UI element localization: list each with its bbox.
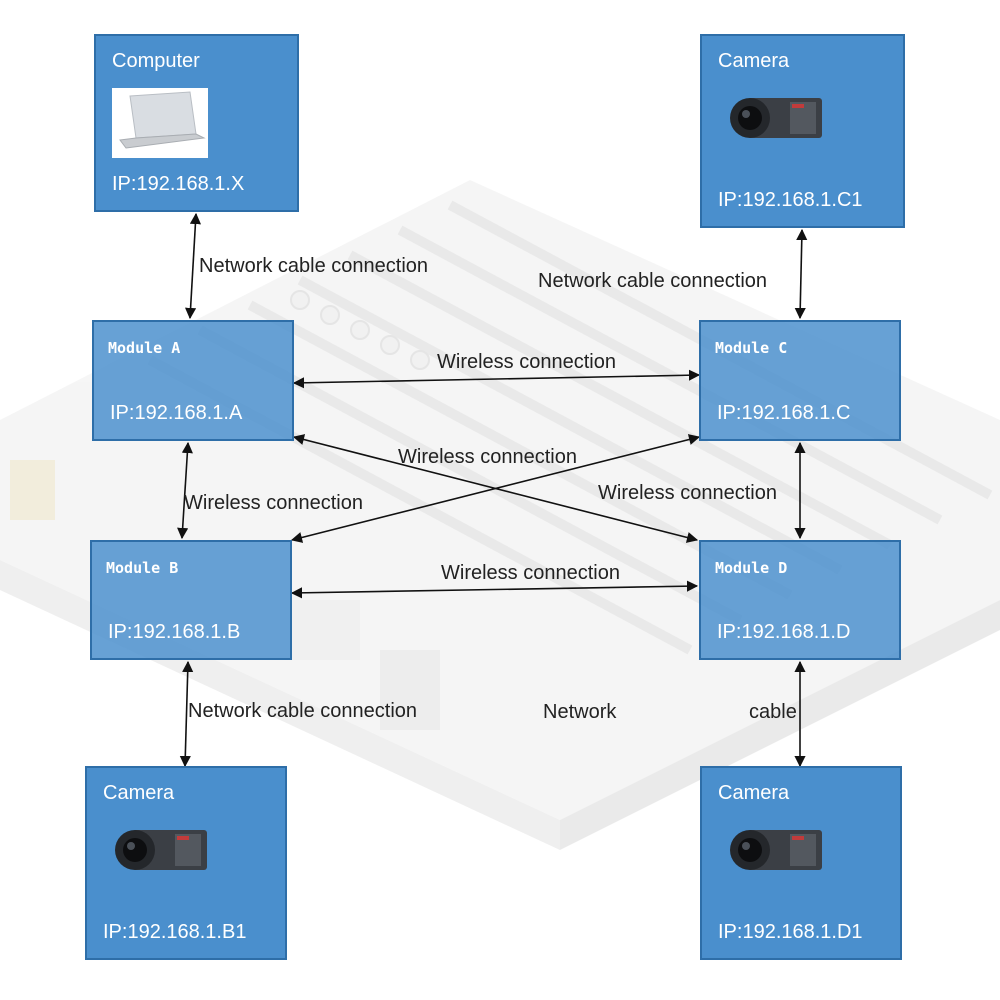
edge-label-b-camera: Network cable connection bbox=[188, 700, 418, 722]
edge-module-b-camera bbox=[179, 660, 194, 768]
camera-icon bbox=[115, 830, 207, 870]
module-d-node: Module D IP:192.168.1.D bbox=[699, 540, 901, 660]
edge-module-a-module-b bbox=[177, 441, 193, 540]
module-a-node: Module A IP:192.168.1.A bbox=[92, 320, 294, 441]
camera-c1-title: Camera bbox=[718, 50, 790, 72]
camera-c1-ip: IP:192.168.1.C1 bbox=[718, 189, 863, 211]
edge-label-c-d: Wireless connection bbox=[598, 482, 777, 504]
module-d-ip: IP:192.168.1.D bbox=[717, 621, 851, 643]
camera-d1-title: Camera bbox=[718, 782, 790, 804]
laptop-icon bbox=[112, 88, 208, 158]
camera-d1-ip: IP:192.168.1.D1 bbox=[718, 921, 863, 943]
camera-b1-node: Camera IP:192.168.1.B1 bbox=[85, 766, 287, 960]
camera-icon bbox=[730, 830, 822, 870]
edge-label-a-b: Wireless connection bbox=[184, 492, 363, 514]
computer-ip: IP:192.168.1.X bbox=[112, 173, 245, 195]
edge-label-a-c: Wireless connection bbox=[437, 351, 616, 373]
edge-label-cable: cable bbox=[749, 701, 797, 723]
computer-node: Computer IP:192.168.1.X bbox=[94, 34, 299, 212]
module-b-ip: IP:192.168.1.B bbox=[108, 621, 241, 643]
camera-d1-node: Camera IP:192.168.1.D1 bbox=[700, 766, 902, 960]
module-a-title: Module A bbox=[108, 339, 181, 357]
module-c-title: Module C bbox=[715, 339, 788, 357]
edge-label-camera-c: Network cable connection bbox=[538, 270, 768, 292]
module-c-ip: IP:192.168.1.C bbox=[717, 402, 851, 424]
module-c-node: Module C IP:192.168.1.C bbox=[699, 320, 901, 441]
computer-title: Computer bbox=[112, 50, 200, 72]
edge-label-network: Network bbox=[543, 701, 617, 723]
edge-module-b-module-c bbox=[290, 434, 701, 543]
edge-label-computer-a: Network cable connection bbox=[199, 255, 429, 277]
module-a-ip: IP:192.168.1.A bbox=[110, 402, 243, 424]
module-b-node: Module B IP:192.168.1.B bbox=[90, 540, 292, 660]
camera-icon bbox=[730, 98, 822, 138]
camera-b1-title: Camera bbox=[103, 782, 175, 804]
edge-module-a-module-c bbox=[292, 369, 701, 389]
edge-label-a-d-b-c: Wireless connection bbox=[398, 446, 577, 468]
module-d-title: Module D bbox=[715, 559, 788, 577]
camera-c1-node: Camera IP:192.168.1.C1 bbox=[700, 34, 905, 228]
edge-label-b-d: Wireless connection bbox=[441, 562, 620, 584]
module-b-title: Module B bbox=[106, 559, 179, 577]
edge-computer-module-a bbox=[184, 212, 202, 320]
edge-module-b-module-d bbox=[290, 580, 699, 599]
edge-camera-module-c bbox=[794, 228, 808, 320]
camera-b1-ip: IP:192.168.1.B1 bbox=[103, 921, 247, 943]
